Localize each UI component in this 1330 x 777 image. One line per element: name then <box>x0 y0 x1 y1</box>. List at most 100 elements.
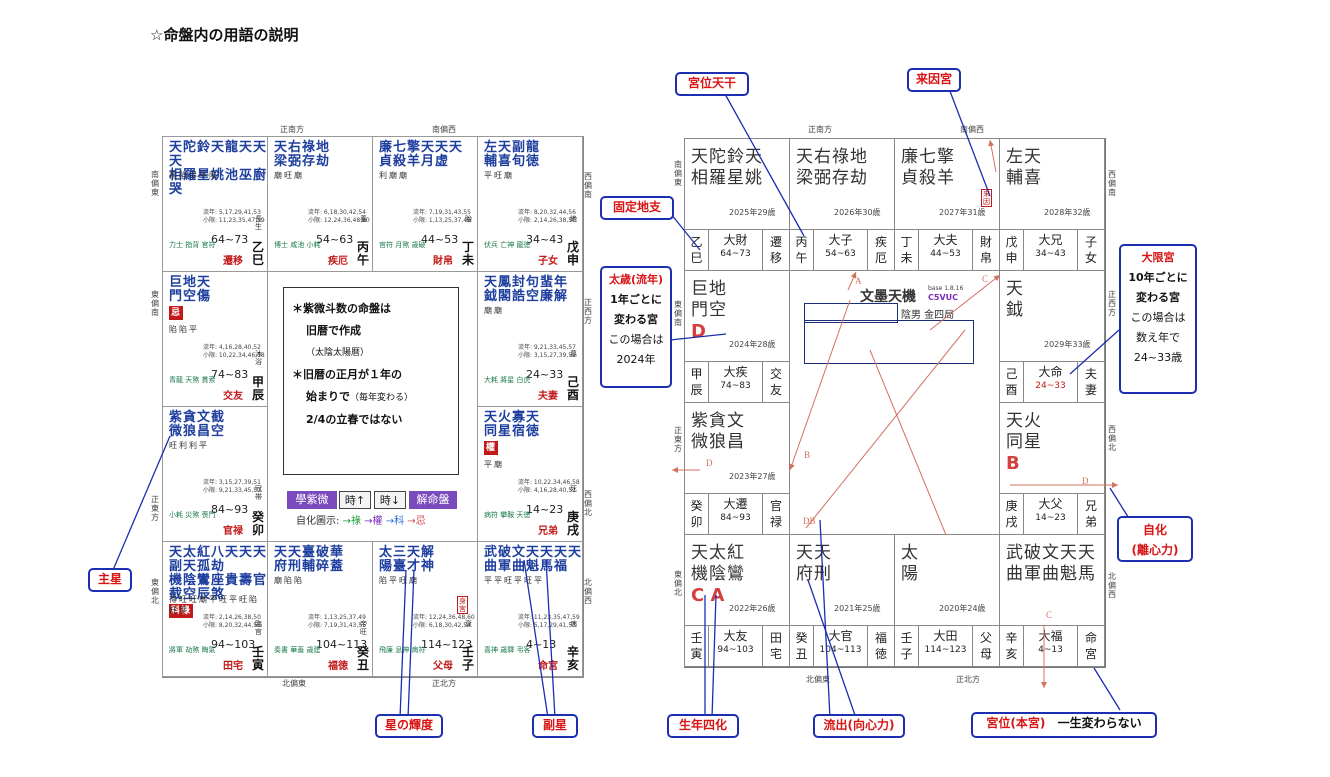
taisai-head: 太歳(流年) <box>608 273 664 286</box>
daigen-l3: この場合は <box>1130 311 1186 324</box>
daigen-l5: 24~33歳 <box>1133 351 1183 364</box>
daigen-l2: 変わる宮 <box>1136 291 1180 304</box>
right-main-stars: 天火同星 <box>1006 411 1042 452</box>
body-palace-badge: 身宮 <box>457 596 468 614</box>
right-stem: 丁未 <box>895 230 919 270</box>
palace-stem: 丁未 <box>462 240 475 267</box>
minor-stars: 將軍 劫煞 晦氣 <box>169 646 216 654</box>
gakushibi-button[interactable]: 學紫微 <box>287 491 337 509</box>
right-palace-name: 子女 <box>1084 235 1097 265</box>
leader-taisai <box>669 333 727 341</box>
palace-stem: 甲辰 <box>252 375 265 402</box>
star-brightness: 旺利利平 <box>169 441 209 450</box>
palace-stem: 丙午 <box>357 240 370 267</box>
taisai-l2: 変わる宮 <box>614 313 658 326</box>
right-year-age: 2026年30歳 <box>834 208 881 217</box>
palace-name: 財帛 <box>433 256 453 267</box>
twelve-stage: 胎 <box>465 215 472 223</box>
right-year-age: 2027年31歳 <box>939 208 986 217</box>
left-palace-cell[interactable]: 天太紅八天天天副天孤劫機陰鸞座貴壽官截空辰煞科祿得旺旺廟平旺平旺陷旺平流年: 2… <box>162 541 268 677</box>
leader-kyuui-tenkan <box>724 93 805 237</box>
right-year-age: 2023年27歳 <box>729 472 776 481</box>
right-palace-name: 命宮 <box>1084 631 1097 661</box>
hour-down-button[interactable]: 時↓ <box>374 491 406 509</box>
honkyu-text: 宮位(本宮) <box>986 716 1046 730</box>
minor-stars: 小耗 災煞 喪門 <box>169 511 216 519</box>
main-stars: 太三天解陽臺才神 <box>379 545 436 574</box>
right-main-stars: 天右祿地梁弼存劫 <box>796 147 868 188</box>
hour-up-button[interactable]: 時↑ <box>339 491 371 509</box>
palace-name: 兄弟 <box>538 526 558 537</box>
palace-stem: 乙巳 <box>252 240 265 267</box>
daigen-range: 84~93 <box>211 503 249 516</box>
jika-ka: →科 <box>385 516 405 527</box>
palace-stem: 壬子 <box>462 645 475 672</box>
dir-right4: 北偏西 <box>584 578 592 605</box>
callout-ryushutsu: 流出(向心力) <box>813 714 905 738</box>
rdir-left1: 南偏東 <box>674 160 682 187</box>
daigen-range: 14~23 <box>526 503 564 516</box>
hua-badge: 忌 <box>169 306 184 320</box>
dir-right3: 西偏北 <box>584 490 592 517</box>
right-stem: 壬子 <box>895 626 919 666</box>
twelve-stage: 帝旺 <box>360 620 367 636</box>
page-title: ☆命盤内の用語の説明 <box>150 26 299 44</box>
right-year-age: 2020年24歳 <box>939 604 986 613</box>
jika-head: 自化 <box>1142 523 1167 537</box>
rdir-right4: 北偏西 <box>1108 572 1116 599</box>
daigen-head: 大限宮 <box>1141 251 1175 264</box>
daigen-range: 74~83 <box>211 368 249 381</box>
leader-daigen <box>1069 329 1120 375</box>
dir-bottom-right: 正北方 <box>432 679 456 688</box>
daigen-range: 114~123 <box>421 638 473 651</box>
dir-left1: 南偏東 <box>151 170 159 197</box>
daigen-l4: 数え年で <box>1136 331 1180 344</box>
palace-stem: 戊申 <box>567 240 580 267</box>
right-main-stars: 紫貪文微狼昌 <box>691 411 745 452</box>
jika-label: 自化圖示: <box>296 516 340 527</box>
taisai-l1: 1年ごとに <box>610 293 662 306</box>
twelve-stage: 死 <box>570 485 577 493</box>
rdir-right3: 西偏北 <box>1108 425 1116 452</box>
leader-kido1 <box>399 569 407 719</box>
jika-sub: (離心力) <box>1131 543 1179 557</box>
twelve-stage: 沐浴 <box>255 350 262 366</box>
leader-fukusei1 <box>523 559 549 719</box>
hua-badge: 科祿 <box>169 604 194 618</box>
leader-ryushutsu2 <box>807 579 857 719</box>
kaimeiban-button[interactable]: 解命盤 <box>409 491 457 509</box>
arrow-letter-d2: D <box>1082 476 1089 486</box>
right-main-stars: 天陀鈴天相羅星姚 <box>691 147 763 188</box>
palace-name: 疾厄 <box>328 256 348 267</box>
right-year-age: 2025年29歳 <box>729 208 776 217</box>
callout-kyuui-honkyu: 宮位(本宮) 一生変わらない <box>971 712 1157 738</box>
